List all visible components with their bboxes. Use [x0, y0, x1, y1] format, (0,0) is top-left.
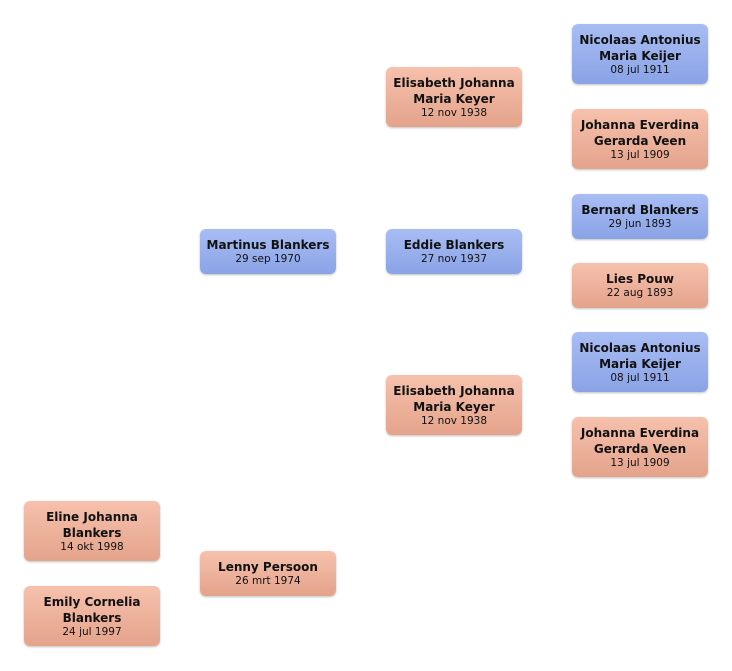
person-card-nicolaas-keijer[interactable]: Nicolaas Antonius Maria Keijer 08 jul 19…: [572, 24, 708, 84]
person-card-lenny-persoon[interactable]: Lenny Persoon 26 mrt 1974: [200, 551, 336, 596]
person-birthdate: 08 jul 1911: [610, 371, 670, 384]
person-birthdate: 29 sep 1970: [235, 253, 301, 265]
person-name: Eddie Blankers: [403, 238, 505, 252]
person-name: Johanna Everdina Gerarda Veen: [580, 117, 700, 148]
person-name: Lenny Persoon: [218, 560, 318, 574]
person-birthdate: 22 aug 1893: [606, 287, 674, 299]
person-card-bernard-blankers[interactable]: Bernard Blankers 29 jun 1893: [572, 194, 708, 239]
person-card-johanna-veen[interactable]: Johanna Everdina Gerarda Veen 13 jul 190…: [572, 417, 708, 477]
person-card-nicolaas-keijer[interactable]: Nicolaas Antonius Maria Keijer 08 jul 19…: [572, 332, 708, 392]
person-birthdate: 12 nov 1938: [420, 414, 488, 427]
person-name: Nicolaas Antonius Maria Keijer: [579, 340, 701, 371]
person-name: Lies Pouw: [606, 272, 674, 286]
person-name: Nicolaas Antonius Maria Keijer: [579, 32, 701, 63]
person-birthdate: 08 jul 1911: [610, 63, 670, 76]
person-name: Emily Cornelia Blankers: [43, 594, 141, 625]
person-birthdate: 26 mrt 1974: [235, 575, 301, 587]
person-birthdate: 13 jul 1909: [610, 148, 670, 161]
person-birthdate: 13 jul 1909: [610, 456, 670, 469]
person-card-elisabeth-keyer[interactable]: Elisabeth Johanna Maria Keyer 12 nov 193…: [386, 375, 522, 435]
person-name: Martinus Blankers: [206, 238, 330, 252]
person-birthdate: 27 nov 1937: [420, 253, 488, 265]
person-name: Eline Johanna Blankers: [46, 509, 138, 540]
person-card-elisabeth-keyer[interactable]: Elisabeth Johanna Maria Keyer 12 nov 193…: [386, 67, 522, 127]
person-name: Bernard Blankers: [581, 203, 699, 217]
person-birthdate: 12 nov 1938: [420, 106, 488, 119]
person-card-martinus-blankers[interactable]: Martinus Blankers 29 sep 1970: [200, 229, 336, 274]
person-birthdate: 24 jul 1997: [62, 625, 122, 638]
person-card-johanna-veen[interactable]: Johanna Everdina Gerarda Veen 13 jul 190…: [572, 109, 708, 169]
person-card-eline-blankers[interactable]: Eline Johanna Blankers 14 okt 1998: [24, 501, 160, 561]
person-card-lies-pouw[interactable]: Lies Pouw 22 aug 1893: [572, 263, 708, 308]
person-card-eddie-blankers[interactable]: Eddie Blankers 27 nov 1937: [386, 229, 522, 274]
person-birthdate: 14 okt 1998: [60, 540, 124, 553]
person-name: Elisabeth Johanna Maria Keyer: [393, 383, 515, 414]
person-card-emily-blankers[interactable]: Emily Cornelia Blankers 24 jul 1997: [24, 586, 160, 646]
person-name: Johanna Everdina Gerarda Veen: [580, 425, 700, 456]
person-name: Elisabeth Johanna Maria Keyer: [393, 75, 515, 106]
person-birthdate: 29 jun 1893: [608, 218, 672, 230]
